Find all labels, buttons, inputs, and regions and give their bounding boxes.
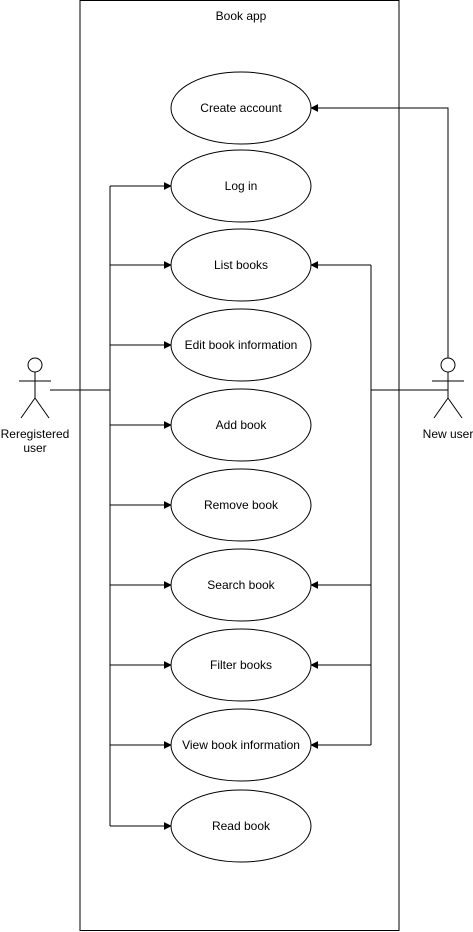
actor-registered-left-leg [20,397,36,419]
usecase-filter-books[interactable] [170,628,312,702]
usecase-label-log-in: Log in [225,179,258,193]
right-arrow-create-account [310,104,449,358]
actor-registered-label-line-2: user [23,441,46,455]
system-title: Book app [216,9,267,23]
usecase-label-read-book: Read book [212,819,271,833]
actor-new-user[interactable]: New user [423,357,473,441]
usecase-label-search-book: Search book [207,578,275,592]
usecase-log-in[interactable] [170,149,312,223]
usecase-label-add-book: Add book [216,418,268,432]
usecase-label-list-books: List books [214,258,268,272]
actor-registered-head [27,357,43,373]
usecase-create-account[interactable] [170,71,312,145]
actor-new-user-right-leg [447,397,463,419]
usecase-search-book[interactable] [170,548,312,622]
usecase-label-create-account: Create account [200,101,282,115]
actor-registered-label-line-1: Reregistered [1,427,70,441]
usecase-label-remove-book: Remove book [204,498,279,512]
usecase-add-book[interactable] [170,388,312,462]
usecase-view-book-information[interactable] [170,708,312,782]
usecase-read-book[interactable] [170,789,312,863]
usecase-remove-book[interactable] [170,468,312,542]
usecase-label-edit-book-information: Edit book information [185,338,298,352]
usecase-list-books[interactable] [170,228,312,302]
actor-new-user-left-leg [433,397,449,419]
actor-new-user-label: New user [423,427,473,441]
actor-registered-user[interactable]: Reregistered user [1,357,70,455]
usecase-label-filter-books: Filter books [210,658,272,672]
usecase-edit-book-information[interactable] [170,308,312,382]
actor-new-user-head [440,357,456,373]
actor-registered-right-leg [34,397,50,419]
connectors [50,104,449,830]
usecase-label-view-book-information: View book information [182,738,300,752]
